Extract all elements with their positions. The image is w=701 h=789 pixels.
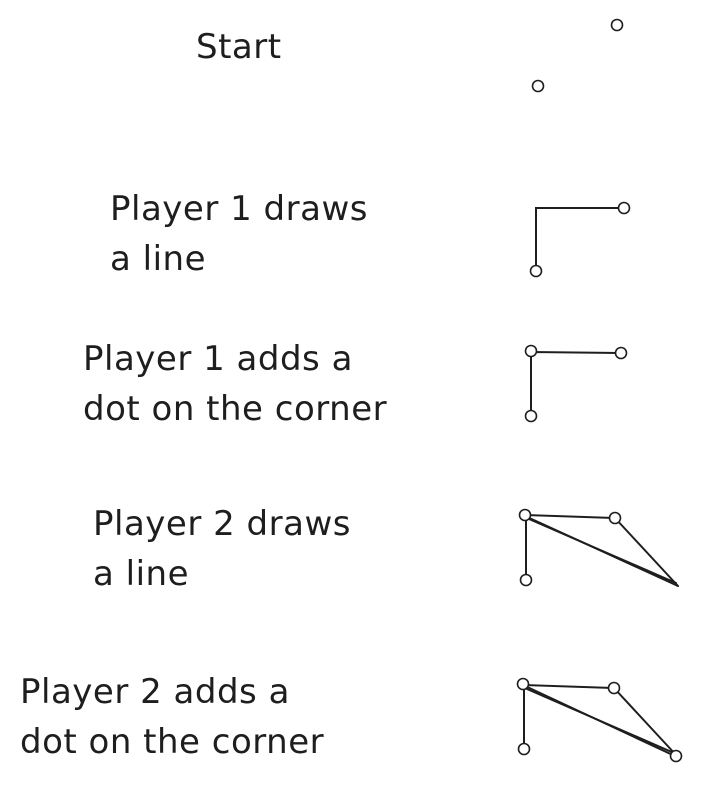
step-player1-draws-label: Player 1 draws a line: [110, 184, 368, 284]
step-player2-draws-label: Player 2 draws a line: [93, 499, 351, 599]
dot: [518, 508, 532, 522]
step-player2-adds-dot-label: Player 2 adds a dot on the corner: [20, 667, 324, 767]
step-label-line: Player 2 draws: [93, 504, 351, 544]
line: [535, 207, 624, 272]
line: [530, 350, 621, 417]
dot: [610, 18, 624, 32]
corner-dot: [669, 749, 683, 763]
step-label-line: Player 1 adds a: [83, 339, 353, 379]
line: [523, 683, 614, 750]
step-start-label: Start: [196, 22, 282, 72]
dot: [516, 677, 530, 691]
step-label-line: Player 1 draws: [110, 189, 368, 229]
step-player1-adds-dot-label: Player 1 adds a dot on the corner: [83, 334, 387, 434]
dot: [614, 346, 628, 360]
diagram-player2-adds-dot: [516, 677, 683, 763]
step-label-line: Player 2 adds a: [20, 672, 290, 712]
step-label-line: dot on the corner: [20, 722, 325, 762]
dot: [529, 264, 543, 278]
dot: [617, 201, 631, 215]
diagram-player1-draws: [529, 201, 631, 278]
dot: [608, 511, 622, 525]
dot: [517, 742, 531, 756]
dot: [607, 681, 621, 695]
step-label-line: Start: [196, 27, 282, 67]
dot: [531, 79, 545, 93]
dot: [519, 573, 533, 587]
step-label-line: dot on the corner: [83, 389, 388, 429]
step-label-line: a line: [93, 554, 190, 594]
diagram-player1-adds-dot: [524, 344, 628, 423]
line: [526, 688, 675, 754]
corner-dot: [524, 344, 538, 358]
line: [525, 513, 615, 581]
line: [614, 517, 679, 587]
diagram-start: [531, 18, 624, 93]
step-label-line: a line: [110, 239, 207, 279]
dot: [524, 409, 538, 423]
diagram-player2-draws: [518, 508, 679, 587]
line: [613, 687, 678, 757]
line: [528, 518, 677, 584]
